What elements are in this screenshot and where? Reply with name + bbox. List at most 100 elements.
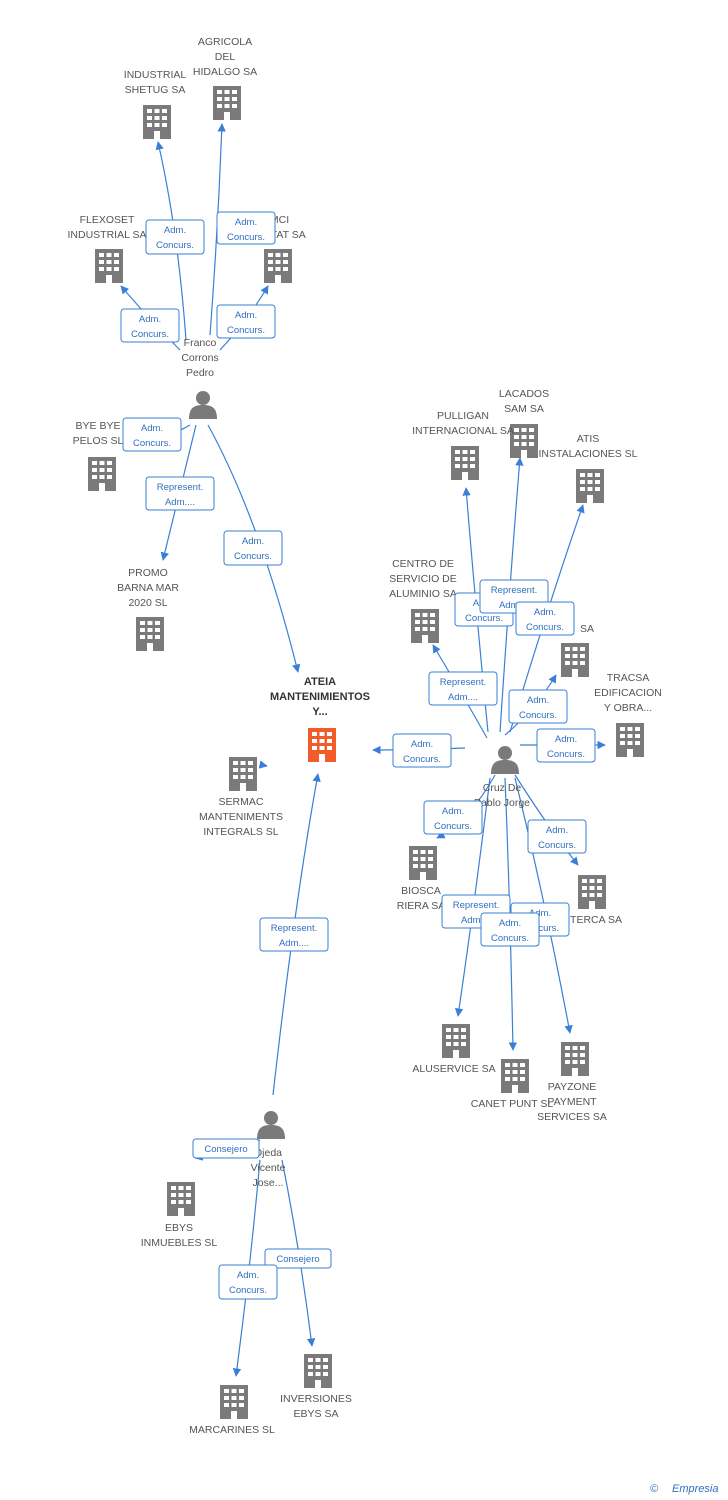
edge-label-adm[interactable]: Adm.Concurs.	[392, 733, 452, 768]
edge-label-text: Concurs.	[227, 325, 265, 336]
node-label-line: RIERA SA	[397, 900, 445, 912]
node-label-line: CENTRO DE	[392, 558, 454, 570]
node-label-line: SA	[580, 623, 594, 635]
node-ateia[interactable]: ATEIAMANTENIMIENTOSY...	[270, 676, 370, 762]
edge-label-text: Adm.	[141, 423, 163, 434]
edge-label-adm[interactable]: Adm.Concurs.	[515, 601, 575, 636]
edge-label-adm[interactable]: Adm.Concurs.	[536, 728, 596, 763]
node-label-line: INDUSTRIAL SA	[68, 229, 147, 241]
node-label-line: MARCARINES SL	[189, 1424, 275, 1436]
building-icon	[304, 1354, 332, 1388]
edge-label-text: Adm....	[448, 692, 478, 703]
edge-label-box	[527, 819, 587, 854]
relation-edge	[258, 760, 268, 769]
edge-label-text: Adm.	[139, 314, 161, 325]
edge-label-adm[interactable]: Adm.Concurs.	[218, 1264, 278, 1300]
node-sa-partial[interactable]: SA	[561, 623, 594, 677]
edge-label-adm[interactable]: Adm.Concurs.	[216, 211, 276, 245]
node-label-line: PULLIGAN	[437, 410, 489, 422]
building-icon	[409, 846, 437, 880]
node-aluservice[interactable]: ALUSERVICE SA	[412, 1024, 496, 1075]
relation-edge	[272, 773, 321, 1096]
node-label-line: ATIS	[577, 433, 600, 445]
person-icon	[189, 391, 217, 419]
edge-label-adm[interactable]: Adm.Concurs.	[223, 530, 283, 566]
edge-label-text: Adm.	[411, 739, 433, 750]
edge-label-rep[interactable]: Represent.Adm....	[428, 671, 498, 706]
person-icon	[257, 1111, 285, 1139]
copyright-symbol: ©	[650, 1483, 659, 1495]
edge-label-adm[interactable]: Adm.Concurs.	[508, 689, 568, 724]
node-ojeda[interactable]: OjedaVicenteJose...	[251, 1111, 286, 1189]
edge-label-adm[interactable]: Adm.Concurs.	[145, 219, 205, 255]
edge-label-text: Adm.	[555, 734, 577, 745]
node-canet[interactable]: CANET PUNT SL	[471, 1059, 554, 1110]
edge-label-box	[223, 530, 283, 566]
edge-label-text: Adm....	[279, 938, 309, 949]
node-label-line: SERVICES SA	[537, 1111, 607, 1123]
node-label-line: Jose...	[253, 1177, 284, 1189]
edge-label-rep[interactable]: Represent.Adm....	[145, 476, 215, 511]
edge-label-consejero[interactable]: Consejero	[264, 1248, 332, 1269]
node-lacados[interactable]: LACADOS SAM SA	[499, 388, 549, 458]
building-icon	[88, 457, 116, 491]
node-label-line: TRACSA	[607, 672, 650, 684]
edge-label-text: Concurs.	[133, 438, 171, 449]
node-label-line: Franco	[184, 337, 217, 349]
edge-label-box	[508, 689, 568, 724]
node-label-line: EDIFICACION	[594, 687, 662, 699]
node-label-line: SAM SA	[504, 403, 544, 415]
edge-label-rep[interactable]: Represent.Adm....	[259, 917, 329, 952]
edge-label-box	[264, 1248, 332, 1269]
node-label-line: BYE BYE	[76, 420, 121, 432]
building-icon	[136, 617, 164, 651]
edge-label-text: Consejero	[276, 1254, 319, 1265]
node-label-line: PAYZONE	[548, 1081, 597, 1093]
node-marcarines[interactable]: MARCARINES SL	[189, 1385, 275, 1436]
edge-label-box	[536, 728, 596, 763]
node-label-line: Pablo Jorge	[474, 797, 530, 809]
node-label-line: ATEIA	[304, 676, 336, 688]
edge-label-adm[interactable]: Adm.Concurs.	[527, 819, 587, 854]
node-atis[interactable]: ATIS INSTALACIONES SL	[538, 433, 638, 503]
edge-label-adm[interactable]: Adm.Concurs.	[120, 308, 180, 343]
edge-label-consejero[interactable]: Consejero	[192, 1138, 260, 1159]
node-label-line: TERCA SA	[570, 914, 622, 926]
node-label-line: MANTENIMENTS	[199, 811, 283, 823]
edge-label-adm[interactable]: Adm.Concurs.	[216, 304, 276, 339]
node-label-line: EBYS SA	[294, 1408, 339, 1420]
edge-label-text: Concurs.	[229, 1285, 267, 1296]
edge-label-adm[interactable]: Adm.Concurs.	[480, 912, 540, 947]
edge-label-box	[216, 304, 276, 339]
node-terca[interactable]: TERCA SA	[570, 875, 622, 926]
edge-label-box	[392, 733, 452, 768]
edge-label-text: Adm.	[242, 536, 264, 547]
edge-label-adm[interactable]: Adm. Concurs.	[122, 417, 182, 452]
building-icon	[229, 757, 257, 791]
edge-label-text: Adm.	[546, 825, 568, 836]
building-icon	[510, 424, 538, 458]
edge-label-adm[interactable]: Adm.Concurs.	[423, 800, 483, 835]
footer-brand[interactable]: © Empresia	[650, 1483, 718, 1495]
node-label-line: INSTALACIONES SL	[538, 448, 637, 460]
edge-labels-layer: Adm. Concurs. Adm. Concurs. Adm. Concurs. Adm.…	[120, 211, 596, 1300]
building-icon	[308, 728, 336, 762]
edge-label-text: Adm....	[461, 915, 491, 926]
node-label-line: EBYS	[165, 1222, 193, 1234]
node-label-line: LACADOS	[499, 388, 549, 400]
